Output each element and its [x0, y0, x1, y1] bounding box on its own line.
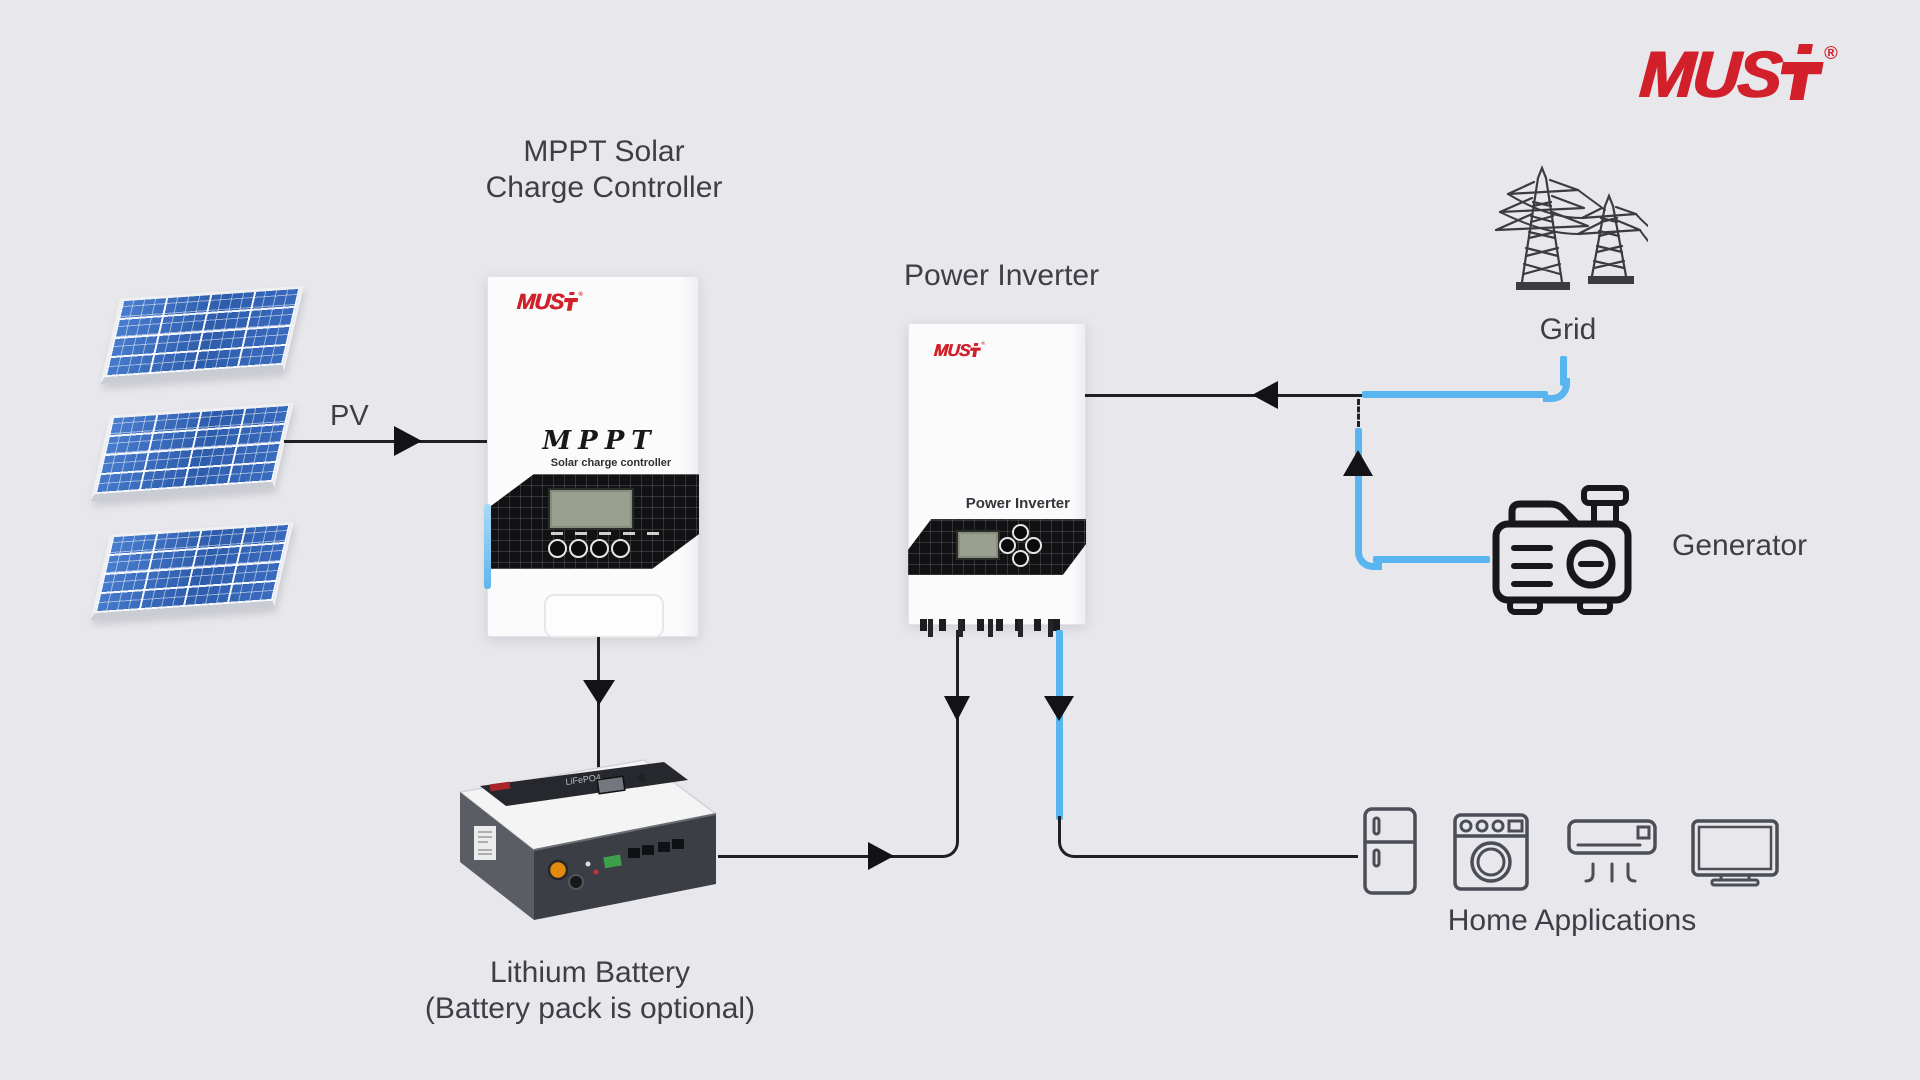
must-logo-small: MUS ®: [516, 289, 583, 314]
mppt-wiring-cover: [544, 594, 664, 638]
wire-corner-blue: [1355, 546, 1382, 570]
mppt-subtitle: Solar charge controller: [550, 457, 672, 469]
mppt-lcd-screen: [548, 488, 634, 530]
mppt-title-line2: Charge Controller: [485, 171, 723, 204]
pv-wire: [284, 440, 488, 443]
inverter-button: [999, 537, 1016, 554]
wire-corner-blue: [1543, 378, 1570, 402]
power-inverter-title: Power Inverter: [904, 259, 1100, 292]
inverter-to-home-wire-blue: [1056, 630, 1063, 820]
arrow-down: [944, 696, 970, 721]
pv-arrow-right: [394, 426, 422, 456]
must-logo-letters: MUS: [1637, 37, 1783, 111]
grid-to-inverter-wire: [1085, 394, 1362, 397]
arrow-right: [868, 842, 894, 870]
transmission-towers-icon: [1494, 165, 1648, 290]
solar-panel-icon: [90, 402, 294, 502]
inverter-button: [1025, 537, 1042, 554]
inverter-to-home-wire: [1058, 816, 1061, 842]
inverter-button: [1012, 524, 1029, 541]
must-logo: MUS ®: [1637, 37, 1838, 111]
washing-machine-icon: [1453, 813, 1529, 891]
battery-strip-text: LiFePO4: [565, 772, 602, 787]
mppt-button: [569, 539, 588, 558]
mppt-indicator-labels: [551, 532, 669, 535]
grid-wire-horizontal: [1362, 391, 1548, 398]
inverter-terminals: [928, 619, 1068, 637]
mppt-controller-device: MUS ® MPPT Solar charge controller: [484, 276, 699, 638]
home-applications-label: Home Applications: [1447, 904, 1697, 937]
must-logo-small: MUS ®: [933, 341, 985, 360]
mppt-button: [548, 539, 567, 558]
registered-mark: ®: [578, 291, 583, 298]
air-conditioner-icon: [1567, 819, 1657, 883]
inverter-button: [1012, 550, 1029, 567]
mppt-title: MPPT Solar Charge Controller: [398, 134, 810, 206]
generator-wire-horizontal: [1373, 556, 1490, 563]
mppt-model-text: MPPT: [542, 426, 658, 456]
inverter-front-label: Power Inverter: [965, 495, 1070, 512]
generator-wire-vertical: [1355, 428, 1362, 552]
tv-icon: [1691, 819, 1779, 887]
refrigerator-icon: [1363, 807, 1417, 895]
arrow-down: [583, 680, 615, 705]
must-logo-letters: MUS: [933, 341, 971, 360]
must-logo-dagger-t: [562, 292, 579, 311]
registered-mark: ®: [1824, 42, 1838, 63]
mppt-blue-edge: [484, 504, 491, 589]
generator-icon: [1492, 485, 1632, 615]
grid-wire-vertical: [1560, 356, 1567, 386]
inverter-to-battery-wire: [956, 630, 959, 840]
inverter-lcd-screen: [956, 530, 1000, 560]
wire-corner: [1058, 838, 1079, 858]
must-logo-dagger-t: [969, 343, 982, 357]
battery-caption: Lithium Battery (Battery pack is optiona…: [385, 955, 795, 1027]
pv-label: PV: [330, 400, 369, 432]
mppt-title-line1: MPPT Solar: [523, 135, 685, 168]
junction-dashed-wire: [1357, 399, 1360, 427]
mppt-button: [590, 539, 609, 558]
home-wire: [1074, 855, 1358, 858]
battery-caption-line1: Lithium Battery: [489, 956, 691, 989]
arrow-down: [1044, 696, 1074, 721]
solar-panel-icon: [100, 285, 304, 385]
battery-to-inverter-wire: [718, 855, 942, 858]
arrow-left: [1252, 381, 1278, 409]
mppt-button: [611, 539, 630, 558]
wire-corner: [938, 838, 959, 858]
battery-caption-line2: (Battery pack is optional): [424, 992, 756, 1025]
lithium-battery-unit: LiFePO4: [458, 759, 718, 920]
arrow-up: [1343, 450, 1373, 476]
solar-panel-icon: [90, 521, 294, 621]
generator-label: Generator: [1672, 529, 1808, 562]
power-inverter-device: MUS ® Power Inverter: [908, 323, 1086, 637]
registered-mark: ®: [981, 342, 985, 347]
grid-label: Grid: [1539, 313, 1597, 346]
must-logo-letters: MUS: [516, 289, 565, 314]
must-logo-dagger-t: [1776, 44, 1827, 100]
